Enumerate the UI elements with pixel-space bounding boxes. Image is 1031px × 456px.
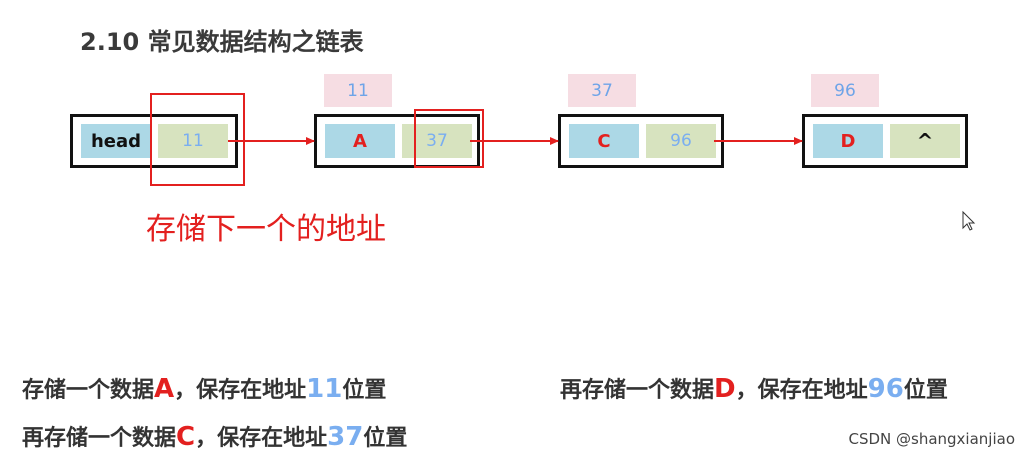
line-c-pre: 再存储一个数据 — [22, 426, 177, 451]
line-c-addr: 37 — [327, 422, 364, 452]
node-d-data-cell: D — [813, 124, 883, 158]
node-a-next-cell: 37 — [402, 124, 472, 158]
line-d-pre: 再存储一个数据 — [560, 378, 715, 403]
watermark: CSDN @shangxianjiao — [848, 430, 1015, 448]
line-d-mid: ，保存在地址 — [735, 378, 868, 403]
line-a-mid: ，保存在地址 — [174, 378, 307, 403]
node-d-next-cell: ^ — [890, 124, 960, 158]
line-store-c: 再存储一个数据C，保存在地址37位置 — [22, 420, 407, 452]
head-data-cell: head — [81, 124, 151, 158]
node-d: D ^ — [802, 114, 968, 168]
line-store-d: 再存储一个数据D，保存在地址96位置 — [560, 372, 948, 404]
line-a-data: A — [154, 374, 175, 404]
caption-next-address: 存储下一个的地址 — [146, 212, 386, 247]
node-c-data-cell: C — [569, 124, 639, 158]
node-c-next-cell: 96 — [646, 124, 716, 158]
highlight-box-a-next — [414, 109, 484, 168]
line-c-mid: ，保存在地址 — [195, 426, 328, 451]
line-store-a: 存储一个数据A，保存在地址11位置 — [22, 372, 386, 404]
line-c-post: 位置 — [363, 426, 408, 451]
line-a-post: 位置 — [342, 378, 387, 403]
line-d-post: 位置 — [903, 378, 948, 403]
node-a-data-cell: A — [325, 124, 395, 158]
line-d-data: D — [714, 374, 736, 404]
node-a: A 37 — [314, 114, 480, 168]
head-node: head 11 — [70, 114, 238, 168]
highlight-box-head-next — [150, 93, 245, 186]
cursor-icon — [962, 210, 976, 231]
line-a-addr: 11 — [306, 374, 343, 404]
address-tag-a: 11 — [324, 74, 392, 107]
node-c: C 96 — [558, 114, 724, 168]
line-c-data: C — [176, 422, 196, 452]
page-title: 2.10 常见数据结构之链表 — [80, 28, 364, 56]
line-d-addr: 96 — [867, 374, 904, 404]
head-next-cell: 11 — [158, 124, 228, 158]
line-a-pre: 存储一个数据 — [22, 378, 155, 403]
address-tag-c: 37 — [568, 74, 636, 107]
address-tag-d: 96 — [811, 74, 879, 107]
